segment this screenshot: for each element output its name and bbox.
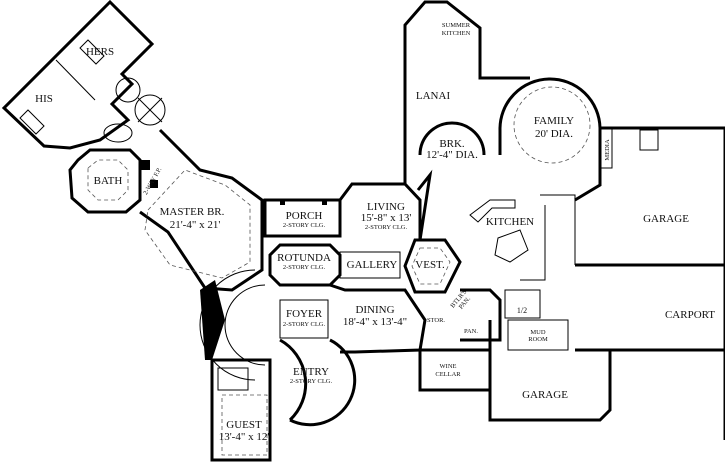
room-dining-name: DINING [355, 304, 394, 316]
room-vest: VEST. [415, 259, 445, 271]
room-mud-room-1: MUD [530, 329, 545, 336]
room-guest-size: 13'-4" x 12' [219, 431, 270, 443]
master-wing-walls: 2-WAY F.P. [1, 0, 264, 292]
room-garage-main: GARAGE [643, 213, 689, 225]
room-stor: STOR. [427, 317, 445, 324]
room-master-size: 21'-4" x 21' [170, 219, 221, 231]
room-entry-note: 2-STORY CLG. [290, 378, 333, 385]
room-brk-name: BRK. [439, 138, 465, 150]
two-way-fireplace: 2-WAY F.P. [142, 166, 163, 196]
room-carport: CARPORT [665, 309, 715, 321]
room-porch-note: 2-STORY CLG. [283, 222, 326, 229]
room-entry-name: ENTRY [293, 366, 329, 378]
room-his: HIS [35, 93, 53, 105]
room-summer-kitchen-1: SUMMER [442, 22, 471, 29]
room-family-name: FAMILY [534, 115, 574, 127]
room-living-note: 2-STORY CLG. [365, 224, 408, 231]
right-wing-walls [403, 0, 725, 440]
room-brk-size: 12'-4" DIA. [426, 149, 478, 161]
room-half-bath: 1/2 [517, 306, 527, 315]
room-summer-kitchen-2: KITCHEN [442, 30, 471, 37]
room-living-size: 15'-8" x 13' [361, 212, 412, 224]
room-guest-name: GUEST [226, 419, 262, 431]
room-rotunda-note: 2-STORY CLG. [283, 264, 326, 271]
room-hers: HERS [86, 46, 114, 58]
room-pan: PAN. [464, 328, 478, 335]
room-rotunda-name: ROTUNDA [277, 252, 331, 264]
room-media: MEDIA [604, 139, 611, 161]
room-kitchen: KITCHEN [486, 216, 534, 228]
room-wine-cellar-1: WINE [440, 363, 457, 370]
room-labels: HERS HIS BATH MASTER BR. 21'-4" x 21' PO… [35, 22, 715, 443]
svg-text:2-WAY F.P.: 2-WAY F.P. [142, 166, 163, 196]
room-garage-lower: GARAGE [522, 389, 568, 401]
room-foyer-note: 2-STORY CLG. [283, 321, 326, 328]
room-living-name: LIVING [367, 201, 405, 213]
room-porch-name: PORCH [286, 210, 323, 222]
room-dining-size: 18'-4" x 13'-4" [343, 316, 407, 328]
room-mud-room-2: ROOM [528, 336, 548, 343]
room-wine-cellar-2: CELLAR [435, 371, 461, 378]
room-bath: BATH [94, 175, 123, 187]
room-master-name: MASTER BR. [160, 206, 225, 218]
room-gallery: GALLERY [347, 259, 398, 271]
room-foyer-name: FOYER [286, 308, 323, 320]
room-family-size: 20' DIA. [535, 128, 573, 140]
room-lanai: LANAI [416, 90, 451, 102]
